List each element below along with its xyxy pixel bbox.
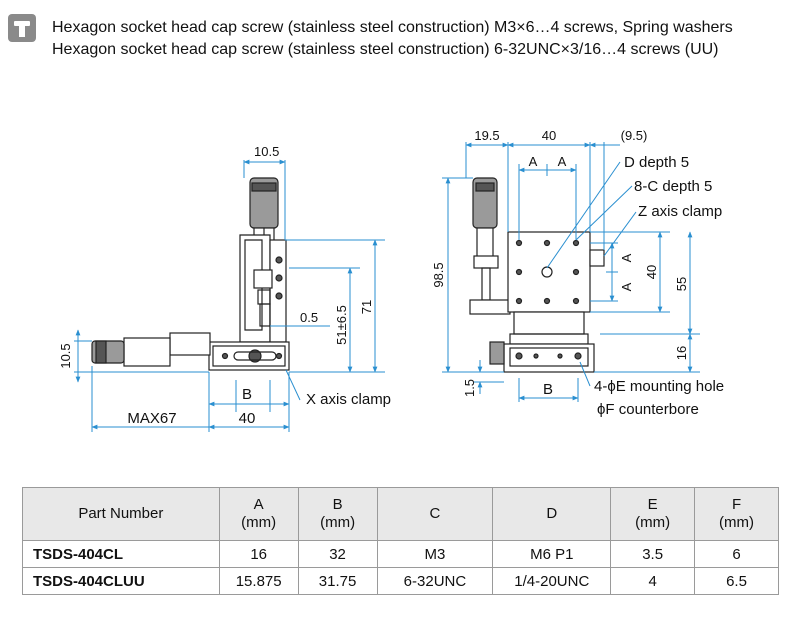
right-dim-55: 55 bbox=[674, 277, 689, 291]
left-view bbox=[91, 177, 290, 371]
right-dim-40-top: 40 bbox=[542, 128, 556, 143]
header-label: B bbox=[332, 496, 343, 513]
header-label: D bbox=[546, 505, 558, 522]
part-number-cell: TSDS-404CLUU bbox=[22, 567, 220, 595]
part-number-cell: TSDS-404CL bbox=[22, 540, 220, 568]
header-unit: (mm) bbox=[635, 514, 671, 531]
right-dim-40-side: 40 bbox=[644, 265, 659, 279]
c-cell: 6-32UNC bbox=[376, 567, 494, 595]
left-dim-max: MAX67 bbox=[127, 410, 176, 427]
counterbore-label: ϕF counterbore bbox=[597, 401, 699, 418]
header-line-1: Hexagon socket head cap screw (stainless… bbox=[52, 19, 733, 36]
left-dim-left-height: 10.5 bbox=[58, 343, 73, 368]
header-label: C bbox=[429, 505, 441, 522]
hex-key-icon bbox=[8, 14, 36, 42]
header-label: E bbox=[647, 496, 658, 513]
left-dim-gap: 0.5 bbox=[300, 310, 318, 325]
c-cell: M3 bbox=[376, 540, 494, 568]
right-dim-a-side1: A bbox=[619, 253, 634, 262]
header-label: A bbox=[253, 496, 264, 513]
header-b: B(mm) bbox=[297, 487, 378, 541]
d-cell: M6 P1 bbox=[492, 540, 612, 568]
left-view-dimensions bbox=[74, 159, 385, 432]
left-dim-b: B bbox=[242, 386, 252, 403]
f-cell: 6 bbox=[694, 540, 779, 568]
header: Hexagon socket head cap screw (stainless… bbox=[8, 12, 792, 72]
right-dim-a-side2: A bbox=[619, 282, 634, 291]
left-dim-top: 10.5 bbox=[254, 144, 279, 159]
header-a: A(mm) bbox=[218, 487, 299, 541]
drawing-svg: 10.5 0.5 51±6.5 71 10.5 B 40 MAX67 X axi… bbox=[58, 128, 724, 432]
a-cell: 15.875 bbox=[218, 567, 299, 595]
right-dim-16: 16 bbox=[674, 346, 689, 360]
header-unit: (mm) bbox=[719, 514, 755, 531]
d-cell: 1/4-20UNC bbox=[492, 567, 612, 595]
header-label: F bbox=[731, 496, 742, 513]
header-part-number: Part Number bbox=[22, 487, 220, 541]
d-depth-label: D depth 5 bbox=[624, 154, 689, 171]
header-unit: (mm) bbox=[241, 514, 277, 531]
mounting-hole-label: 4-ϕE mounting hole bbox=[594, 378, 724, 395]
table-header-row: Part Number A(mm) B(mm) C D E(mm) F(mm) bbox=[22, 487, 779, 541]
header-label: Part Number bbox=[78, 505, 164, 522]
c-depth-label: 8-C depth 5 bbox=[634, 178, 712, 195]
spec-table: Part Number A(mm) B(mm) C D E(mm) F(mm) … bbox=[22, 487, 779, 595]
table-row: TSDS-404CL 16 32 M3 M6 P1 3.5 6 bbox=[22, 540, 779, 568]
z-axis-clamp-label: Z axis clamp bbox=[638, 203, 722, 220]
left-dim-travel: 51±6.5 bbox=[334, 305, 349, 345]
right-dim-1-5: 1.5 bbox=[462, 379, 477, 397]
header-e: E(mm) bbox=[610, 487, 696, 541]
right-dim-a1: A bbox=[529, 154, 538, 169]
b-cell: 32 bbox=[297, 540, 378, 568]
header-d: D bbox=[492, 487, 612, 541]
header-f: F(mm) bbox=[694, 487, 779, 541]
technical-drawing: 10.5 0.5 51±6.5 71 10.5 B 40 MAX67 X axi… bbox=[0, 110, 800, 440]
left-dim-width: 40 bbox=[239, 410, 256, 427]
b-cell: 31.75 bbox=[297, 567, 378, 595]
left-dim-height: 71 bbox=[359, 300, 374, 314]
a-cell: 16 bbox=[218, 540, 299, 568]
right-dim-b: B bbox=[543, 381, 553, 398]
right-dim-a2: A bbox=[558, 154, 567, 169]
right-dim-9-5: (9.5) bbox=[621, 128, 648, 143]
e-cell: 3.5 bbox=[610, 540, 696, 568]
x-axis-clamp-label: X axis clamp bbox=[306, 391, 391, 408]
header-line-2: Hexagon socket head cap screw (stainless… bbox=[52, 41, 719, 58]
right-view bbox=[469, 177, 605, 373]
f-cell: 6.5 bbox=[694, 567, 779, 595]
header-unit: (mm) bbox=[320, 514, 356, 531]
right-view-dimensions bbox=[442, 142, 700, 402]
e-cell: 4 bbox=[610, 567, 696, 595]
header-c: C bbox=[376, 487, 494, 541]
right-dim-19-5: 19.5 bbox=[474, 128, 499, 143]
right-dim-98-5: 98.5 bbox=[431, 262, 446, 287]
table-row: TSDS-404CLUU 15.875 31.75 6-32UNC 1/4-20… bbox=[22, 567, 779, 595]
